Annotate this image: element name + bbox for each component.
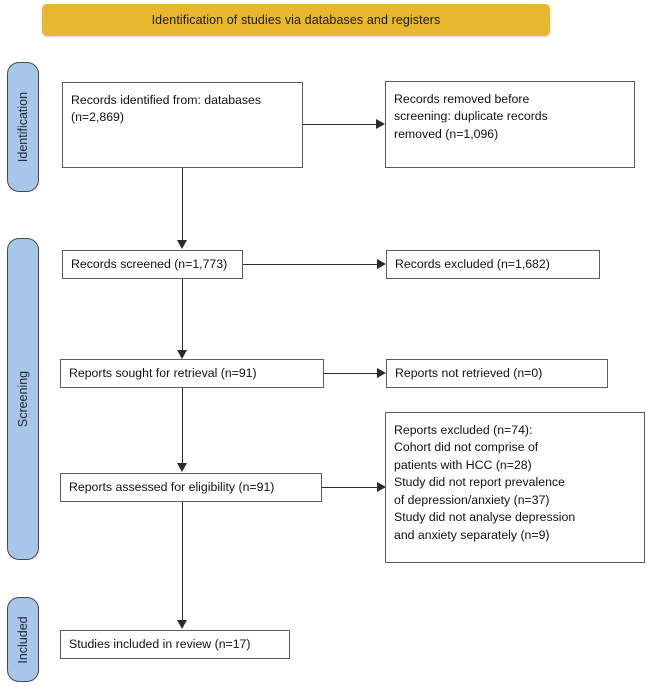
arrowhead-screened-to-excluded — [377, 259, 386, 269]
arrowhead-identified-to-screened — [177, 240, 187, 249]
box-studies-included: Studies included in review (n=17) — [60, 630, 290, 659]
phase-label-included: Included — [16, 615, 30, 664]
phase-pill-included: Included — [7, 597, 39, 682]
arrowhead-identified-to-removed — [376, 119, 385, 129]
box-records-excluded: Records excluded (n=1,682) — [386, 250, 600, 279]
connector-identified-to-screened — [182, 168, 184, 241]
box-reports-sought: Reports sought for retrieval (n=91) — [60, 359, 324, 388]
arrowhead-sought-to-not-retrieved — [377, 368, 386, 378]
arrowhead-sought-to-assessed — [177, 463, 187, 472]
box-records-removed: Records removed before screening: duplic… — [385, 81, 635, 168]
box-records-identified: Records identified from: databases (n=2,… — [62, 82, 303, 168]
connector-sought-to-not-retrieved — [324, 373, 377, 375]
connector-assessed-to-excluded — [322, 487, 377, 489]
diagram-header-banner: Identification of studies via databases … — [42, 4, 550, 36]
box-records-identified-text: Records identified from: databases (n=2,… — [71, 93, 262, 125]
box-reports-not-retrieved: Reports not retrieved (n=0) — [386, 359, 608, 388]
box-reports-sought-text: Reports sought for retrieval (n=91) — [69, 365, 257, 380]
phase-pill-screening: Screening — [7, 238, 39, 560]
connector-sought-to-assessed — [182, 388, 184, 464]
box-records-excluded-text: Records excluded (n=1,682) — [395, 256, 550, 271]
connector-assessed-to-included — [182, 502, 184, 621]
connector-screened-to-excluded — [243, 264, 377, 266]
box-records-screened: Records screened (n=1,773) — [62, 250, 243, 279]
diagram-header-title: Identification of studies via databases … — [151, 13, 441, 27]
connector-screened-to-sought — [182, 279, 184, 351]
connector-identified-to-removed — [303, 124, 376, 126]
box-studies-included-text: Studies included in review (n=17) — [69, 636, 251, 651]
box-records-removed-text: Records removed before screening: duplic… — [394, 92, 548, 141]
box-records-screened-text: Records screened (n=1,773) — [71, 256, 228, 271]
phase-label-screening: Screening — [16, 370, 30, 428]
box-reports-not-retrieved-text: Reports not retrieved (n=0) — [395, 365, 543, 380]
arrowhead-assessed-to-included — [177, 620, 187, 629]
phase-pill-identification: Identification — [7, 62, 39, 192]
arrowhead-screened-to-sought — [177, 350, 187, 359]
box-reports-excluded-text: Reports excluded (n=74): Cohort did not … — [394, 423, 576, 542]
box-reports-excluded: Reports excluded (n=74): Cohort did not … — [385, 412, 645, 563]
phase-label-identification: Identification — [16, 91, 30, 163]
arrowhead-assessed-to-excluded — [377, 482, 386, 492]
box-reports-assessed: Reports assessed for eligibility (n=91) — [60, 473, 322, 502]
box-reports-assessed-text: Reports assessed for eligibility (n=91) — [69, 479, 275, 494]
